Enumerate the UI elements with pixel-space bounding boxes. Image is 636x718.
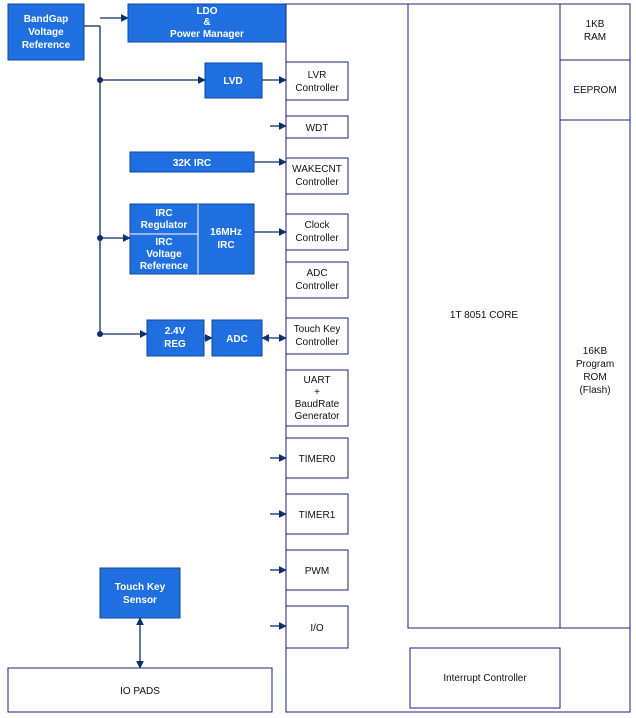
- uart-baudrate-block: UART + BaudRate Generator: [285, 369, 349, 427]
- timer1-block: TIMER1: [285, 493, 349, 535]
- svg-text:WAKECNT: WAKECNT: [292, 164, 342, 175]
- svg-text:1KB: 1KB: [586, 19, 605, 30]
- wakecnt-controller-block: WAKECNT Controller: [285, 157, 349, 195]
- svg-text:&: &: [203, 17, 210, 28]
- wdt-block: WDT: [285, 115, 349, 139]
- svg-text:32K IRC: 32K IRC: [173, 158, 211, 169]
- svg-text:IRC: IRC: [155, 237, 172, 248]
- svg-text:RAM: RAM: [584, 32, 606, 43]
- svg-text:TIMER0: TIMER0: [299, 454, 336, 465]
- svg-text:I/O: I/O: [310, 623, 324, 634]
- svg-text:Touch Key: Touch Key: [115, 582, 166, 593]
- irc-group-block: IRC Regulator IRC Voltage Reference 16MH…: [129, 203, 255, 275]
- ram-block: 1KB RAM: [559, 3, 631, 61]
- svg-text:Clock: Clock: [304, 220, 330, 231]
- svg-text:UART: UART: [303, 375, 330, 386]
- svg-text:LVD: LVD: [223, 76, 242, 87]
- svg-text:Regulator: Regulator: [141, 220, 188, 231]
- eeprom-block: EEPROM: [559, 59, 631, 121]
- rom-block: 16KB Program ROM (Flash): [559, 119, 631, 629]
- bandgap-block: BandGap Voltage Reference: [7, 3, 85, 61]
- svg-text:IRC: IRC: [155, 208, 172, 219]
- svg-text:Reference: Reference: [22, 40, 71, 51]
- svg-text:REG: REG: [164, 339, 186, 350]
- svg-text:EEPROM: EEPROM: [573, 85, 616, 96]
- svg-text:Interrupt Controller: Interrupt Controller: [443, 673, 527, 684]
- svg-text:BaudRate: BaudRate: [295, 399, 340, 410]
- reg-2v4-block: 2.4V REG: [146, 319, 205, 357]
- io-block: I/O: [285, 605, 349, 649]
- irc32k-block: 32K IRC: [129, 151, 255, 173]
- svg-text:Voltage: Voltage: [28, 27, 64, 38]
- lvd-block: LVD: [204, 62, 263, 99]
- irc-regulator-block: IRC Regulator: [141, 208, 188, 231]
- interrupt-controller-block: Interrupt Controller: [409, 647, 561, 709]
- svg-text:1T 8051 CORE: 1T 8051 CORE: [450, 310, 519, 321]
- svg-text:WDT: WDT: [306, 123, 329, 134]
- svg-text:Program: Program: [576, 359, 614, 370]
- svg-text:Power Manager: Power Manager: [170, 29, 244, 40]
- svg-text:PWM: PWM: [305, 566, 329, 577]
- svg-text:+: +: [314, 387, 320, 398]
- adc-controller-block: ADC Controller: [285, 261, 349, 299]
- pwm-block: PWM: [285, 549, 349, 591]
- touch-key-sensor-block: Touch Key Sensor: [99, 567, 181, 619]
- lvr-controller-block: LVR Controller: [285, 61, 349, 101]
- svg-text:Controller: Controller: [295, 177, 339, 188]
- svg-text:Touch Key: Touch Key: [294, 324, 341, 335]
- svg-text:TIMER1: TIMER1: [299, 510, 336, 521]
- svg-text:Sensor: Sensor: [123, 595, 157, 606]
- adc-analog-block: ADC: [211, 319, 263, 357]
- svg-text:ADC: ADC: [306, 268, 327, 279]
- irc-16mhz-block: 16MHz IRC: [210, 227, 242, 251]
- io-pads-block: IO PADS: [7, 667, 273, 713]
- svg-text:Controller: Controller: [295, 83, 339, 94]
- svg-text:Generator: Generator: [294, 411, 340, 422]
- svg-text:16KB: 16KB: [583, 346, 608, 357]
- svg-text:Reference: Reference: [140, 261, 189, 272]
- svg-text:LDO: LDO: [196, 6, 217, 17]
- timer0-block: TIMER0: [285, 437, 349, 479]
- touch-key-controller-block: Touch Key Controller: [285, 317, 349, 355]
- svg-text:Voltage: Voltage: [146, 249, 182, 260]
- ldo-power-manager-block: LDO & Power Manager: [127, 3, 287, 43]
- svg-text:ROM: ROM: [583, 372, 606, 383]
- svg-text:(Flash): (Flash): [579, 385, 610, 396]
- svg-text:IRC: IRC: [217, 240, 234, 251]
- core-block: 1T 8051 CORE: [407, 3, 561, 629]
- svg-text:Controller: Controller: [295, 337, 339, 348]
- svg-text:BandGap: BandGap: [24, 14, 68, 25]
- irc-voltage-reference-block: IRC Voltage Reference: [140, 237, 189, 272]
- svg-text:LVR: LVR: [308, 70, 327, 81]
- svg-text:ADC: ADC: [226, 334, 248, 345]
- svg-text:2.4V: 2.4V: [165, 326, 186, 337]
- svg-text:16MHz: 16MHz: [210, 227, 242, 238]
- svg-text:IO PADS: IO PADS: [120, 686, 160, 697]
- clock-controller-block: Clock Controller: [285, 213, 349, 251]
- svg-text:Controller: Controller: [295, 233, 339, 244]
- svg-text:Controller: Controller: [295, 281, 339, 292]
